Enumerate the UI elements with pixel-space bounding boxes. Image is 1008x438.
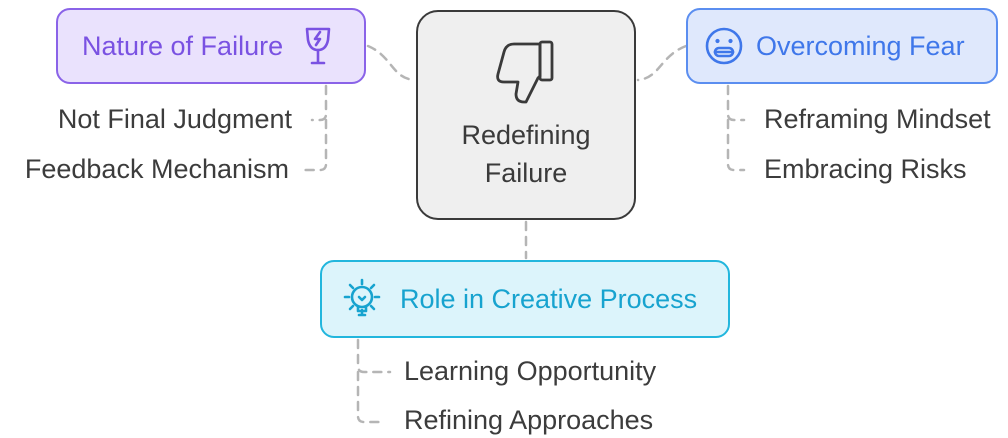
creative-process-label: Role in Creative Process <box>400 283 698 314</box>
connector-creative-item-2 <box>356 370 386 424</box>
nature-item-not-final-judgment: Not Final Judgment <box>57 104 292 134</box>
lightbulb-gear-icon <box>340 277 384 321</box>
connector-creative-item-1 <box>356 338 392 374</box>
thumbs-down-icon <box>494 38 558 106</box>
connector-nature-center <box>366 44 416 82</box>
center-title-line2: Failure <box>484 158 568 188</box>
connector-fear-item-1 <box>726 84 746 122</box>
overcoming-fear-label: Overcoming Fear <box>756 30 965 61</box>
fear-item-reframing-mindset: Reframing Mindset <box>764 104 991 134</box>
grimace-face-icon <box>704 26 744 66</box>
center-node: Redefining Failure <box>416 10 636 220</box>
connector-fear-center <box>636 44 688 82</box>
creative-process-node: Role in Creative Process <box>320 260 730 338</box>
creative-item-refining-approaches: Refining Approaches <box>404 405 654 435</box>
center-title: Redefining Failure <box>461 116 590 192</box>
center-title-line1: Redefining <box>461 120 591 150</box>
connector-nature-item-1 <box>310 84 328 122</box>
broken-glass-icon <box>303 26 333 66</box>
nature-of-failure-node: Nature of Failure <box>56 8 366 84</box>
creative-item-learning-opportunity: Learning Opportunity <box>404 356 657 386</box>
fear-item-embracing-risks: Embracing Risks <box>764 154 967 184</box>
connector-nature-item-2 <box>302 118 328 172</box>
nature-of-failure-label: Nature of Failure <box>82 30 284 61</box>
connector-fear-item-2 <box>726 118 746 172</box>
overcoming-fear-node: Overcoming Fear <box>686 8 998 84</box>
nature-item-feedback-mechanism: Feedback Mechanism <box>24 154 289 184</box>
